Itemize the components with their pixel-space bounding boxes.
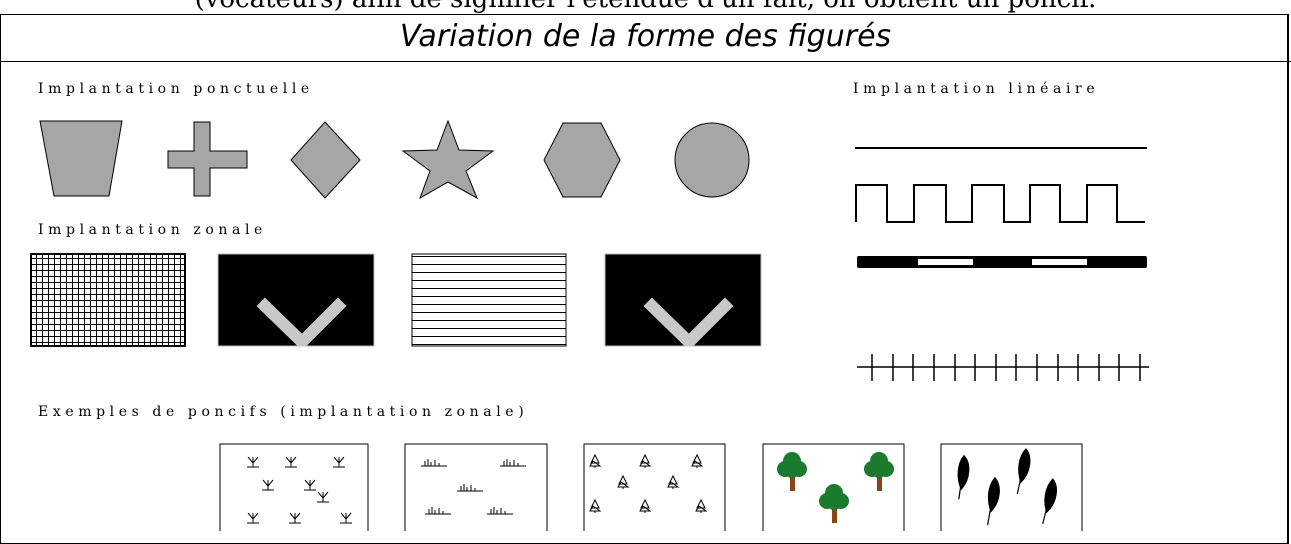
area-patterns — [30, 253, 762, 347]
figure-artwork — [30, 119, 1149, 531]
chevron-area-2 — [604, 253, 762, 347]
chevron-area-1 — [217, 253, 375, 347]
horizontal-lines-area — [411, 253, 567, 347]
grass-tufts — [421, 459, 526, 515]
conifer-outlines — [589, 453, 708, 513]
poncif-boxes — [219, 443, 1083, 531]
star-shape — [401, 119, 495, 200]
label-exemples-poncifs: Exemples de poncifs (implantation zonale… — [38, 404, 529, 420]
label-implantation-zonale: Implantation zonale — [38, 222, 267, 238]
reeds — [957, 448, 1057, 526]
cut-off-intro-text: (vocateurs) afin de signifier l'étendue … — [0, 0, 1291, 14]
poncif-box-grass — [404, 443, 548, 531]
line-styles — [855, 147, 1149, 381]
tick-line — [857, 354, 1149, 381]
cross-shape — [167, 121, 248, 197]
label-implantation-ponctuelle: Implantation ponctuelle — [38, 81, 314, 97]
dashed-bar-line — [857, 256, 1147, 268]
square-wave-line — [855, 184, 1145, 223]
title-bar — [0, 14, 1291, 62]
diamond-shape — [290, 121, 361, 199]
marsh-symbols — [247, 456, 352, 524]
circle-shape — [674, 122, 750, 198]
hexagon-shape — [543, 122, 621, 198]
poncif-box-conifer — [583, 443, 726, 531]
trapezoid-shape — [39, 120, 123, 197]
deciduous-trees — [777, 452, 894, 523]
grid-hatch-area — [30, 253, 186, 347]
label-implantation-lineaire: Implantation linéaire — [853, 81, 1100, 97]
figure-title: Variation de la forme des figurés — [399, 19, 892, 54]
point-shapes — [39, 119, 750, 200]
